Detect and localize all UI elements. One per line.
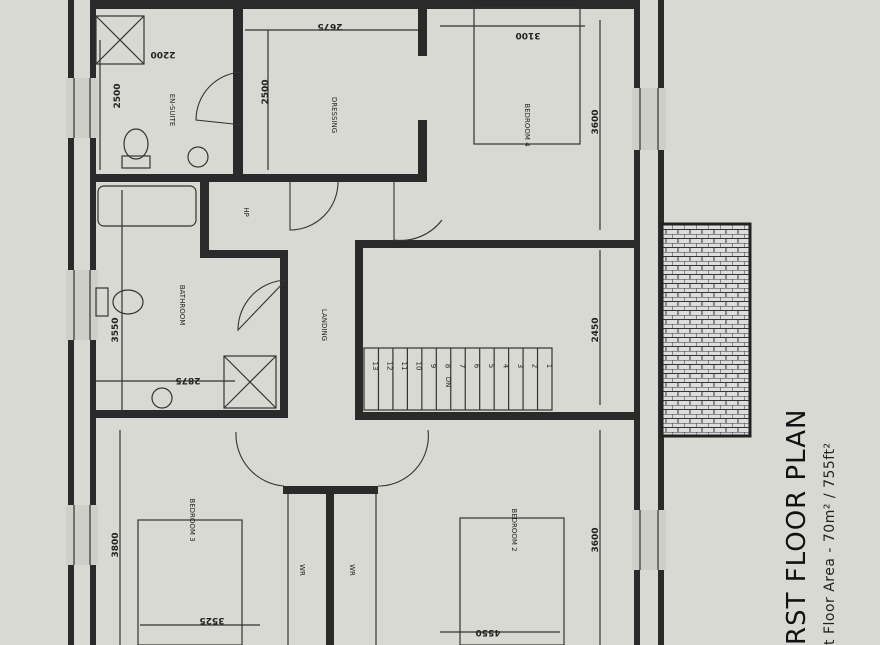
dimension-label: 2500 xyxy=(113,83,123,108)
room-label-hp: HP xyxy=(242,207,250,217)
window xyxy=(632,510,666,570)
dimension-label: 4550 xyxy=(475,627,500,637)
stair-step-number: 8 xyxy=(444,364,452,368)
stairs-direction-label: DN xyxy=(444,377,452,388)
stair-step-number: 4 xyxy=(501,364,509,369)
fixtures xyxy=(95,15,277,409)
stair-step-number: 11 xyxy=(400,362,408,371)
outer-walls xyxy=(66,0,666,645)
dimension-label: 2675 xyxy=(317,21,342,31)
room-label-wr: WR xyxy=(348,564,356,576)
toilet-icon xyxy=(123,128,149,160)
bed xyxy=(137,519,243,645)
shower-tray xyxy=(223,355,277,409)
dimension-label: 3525 xyxy=(199,615,224,625)
wardrobe-outline xyxy=(287,494,377,645)
basin-icon xyxy=(187,146,209,168)
stair-step-number: 3 xyxy=(516,364,524,368)
bed xyxy=(473,7,581,145)
basin-icon xyxy=(151,387,173,409)
stair-step-number: 6 xyxy=(472,364,480,369)
dimension-label: 2200 xyxy=(150,49,175,59)
room-label-bedroom-2: BEDROOM 2 xyxy=(510,508,518,551)
outer-wall-top xyxy=(68,0,660,9)
dimension-label: 3800 xyxy=(111,532,121,557)
room-label-ensuite: EN-SUITE xyxy=(168,94,176,127)
shower-tray xyxy=(95,15,145,65)
stair-step-number: 7 xyxy=(458,364,466,368)
window xyxy=(66,78,98,138)
bed xyxy=(459,517,565,645)
stair-step-number: 13 xyxy=(371,362,379,371)
stair-step-number: 10 xyxy=(415,362,423,371)
chimney-stack xyxy=(660,222,752,438)
dimension-label: 2500 xyxy=(261,79,271,104)
room-labels: EN-SUITE DRESSING BEDROOM 4 HP BATHROOM … xyxy=(168,94,531,576)
dimension-lines xyxy=(96,20,601,645)
dimension-label: 3100 xyxy=(515,30,540,40)
bath-icon xyxy=(97,185,197,227)
room-label-wr: WR xyxy=(298,564,306,576)
stair-step-number: 1 xyxy=(545,364,553,368)
internal-walls xyxy=(90,8,640,645)
stair-step-number: 5 xyxy=(487,364,495,368)
dimension-label: 3600 xyxy=(591,527,601,552)
room-label-bedroom-3: BEDROOM 3 xyxy=(188,498,196,541)
dimension-label: 3550 xyxy=(111,317,121,342)
dimension-label: 2450 xyxy=(591,317,601,342)
stair-step-number: 2 xyxy=(530,364,538,368)
dimension-label: 2875 xyxy=(175,375,200,385)
staircase: 13 12 11 10 9 8 7 6 5 4 3 2 1 xyxy=(363,347,553,411)
room-label-bedroom-4: BEDROOM 4 xyxy=(523,103,531,147)
beds xyxy=(137,7,581,645)
window xyxy=(66,270,98,340)
window xyxy=(66,505,98,565)
toilet-icon xyxy=(112,289,144,315)
doors xyxy=(195,71,443,487)
room-label-landing: LANDING xyxy=(320,309,328,341)
stair-step-number: 9 xyxy=(429,364,437,368)
stair-step-number: 12 xyxy=(386,362,394,371)
window xyxy=(632,88,666,150)
dimension-labels: 2200 2500 2675 2500 3100 3600 3550 2875 … xyxy=(111,21,601,637)
floor-area-label: t Floor Area - 70m² / 755ft² xyxy=(822,442,838,645)
dimension-label: 3600 xyxy=(591,109,601,134)
room-label-dressing: DRESSING xyxy=(330,97,338,133)
room-label-bathroom: BATHROOM xyxy=(178,285,186,326)
plan-title: RST FLOOR PLAN xyxy=(782,409,812,645)
